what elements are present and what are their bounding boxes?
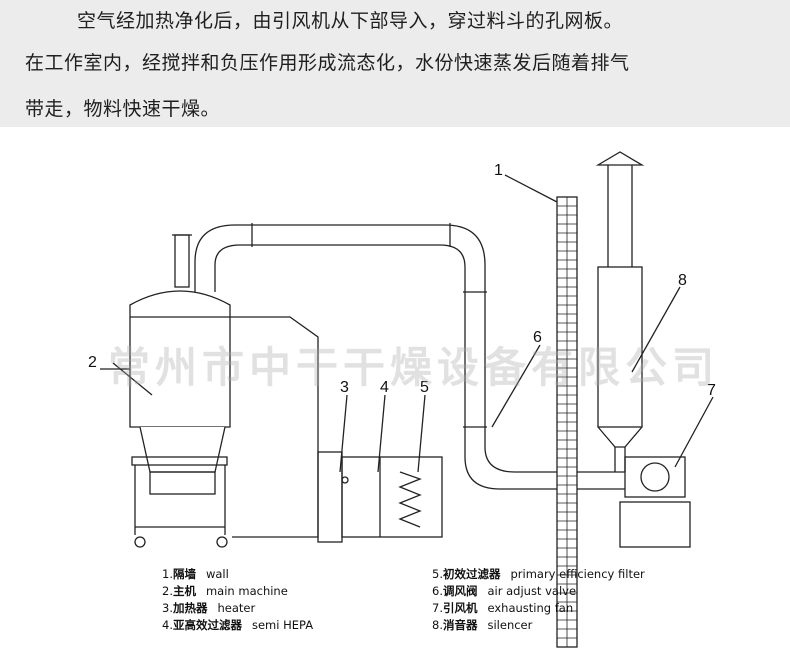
legend-item: 7.引风机 exhausting fan bbox=[432, 600, 573, 616]
legend-number: 5. bbox=[432, 567, 443, 581]
callout-6: 6 bbox=[533, 329, 542, 346]
legend-number: 2. bbox=[162, 584, 173, 598]
callout-2: 2 bbox=[88, 354, 97, 371]
legend-en: air adjust valve bbox=[487, 584, 577, 598]
exhaust-fan-shape bbox=[600, 456, 691, 548]
diagram-drawing: 1 2 3 4 5 6 8 7 bbox=[88, 151, 716, 648]
legend-en: silencer bbox=[487, 618, 533, 632]
intro-line-1: 空气经加热净化后，由引风机从下部导入，穿过料斗的孔网板。 bbox=[77, 10, 624, 32]
legend-item: 8.消音器 silencer bbox=[432, 617, 532, 633]
legend-cn: 加热器 bbox=[172, 601, 208, 615]
legend-number: 4. bbox=[162, 618, 173, 632]
intro-line-3: 带走，物料快速干燥。 bbox=[25, 98, 221, 120]
legend-number: 6. bbox=[432, 584, 443, 598]
legend-item: 2.主机 main machine bbox=[162, 583, 288, 599]
intro-banner: 空气经加热净化后，由引风机从下部导入，穿过料斗的孔网板。 在工作室内，经搅拌和负… bbox=[0, 0, 790, 127]
callout-5: 5 bbox=[420, 379, 429, 396]
legend-cn: 消音器 bbox=[442, 618, 478, 632]
intro-line-2: 在工作室内，经搅拌和负压作用形成流态化，水份快速蒸发后随着排气 bbox=[25, 52, 630, 74]
legend-item: 4.亚高效过滤器 semi HEPA bbox=[162, 617, 313, 633]
legend-cn: 主机 bbox=[172, 584, 196, 598]
legend-item: 6.调风阀 air adjust valve bbox=[432, 583, 576, 599]
callout-4: 4 bbox=[380, 379, 389, 396]
legend-cn: 亚高效过滤器 bbox=[172, 618, 242, 632]
callout-leaders bbox=[112, 174, 714, 473]
legend-cn: 初效过滤器 bbox=[442, 567, 501, 581]
legend-item: 3.加热器 heater bbox=[162, 600, 255, 616]
callout-8: 8 bbox=[678, 272, 687, 289]
legend-number: 8. bbox=[432, 618, 443, 632]
legend-cn: 引风机 bbox=[442, 601, 478, 615]
callout-1: 1 bbox=[494, 162, 503, 179]
silencer-shape bbox=[595, 151, 645, 472]
callout-7: 7 bbox=[707, 382, 716, 399]
legend-en: main machine bbox=[205, 584, 288, 598]
legend-cn: 调风阀 bbox=[442, 584, 478, 598]
legend-en: exhausting fan bbox=[487, 601, 574, 615]
callout-3: 3 bbox=[340, 379, 349, 396]
legend-en: wall bbox=[205, 567, 229, 581]
legend-number: 1. bbox=[162, 567, 173, 581]
legend-en: primary efficiency filter bbox=[510, 567, 645, 581]
wall-shape bbox=[556, 196, 578, 648]
legend-number: 7. bbox=[432, 601, 443, 615]
legend-en: semi HEPA bbox=[251, 618, 314, 632]
main-machine-shape bbox=[100, 234, 319, 548]
air-duct bbox=[194, 223, 600, 490]
legend-item: 1.隔墙 wall bbox=[162, 566, 229, 582]
legend-cn: 隔墙 bbox=[172, 567, 196, 581]
legend-en: heater bbox=[217, 601, 256, 615]
heater-filter-shapes bbox=[317, 451, 443, 543]
legend-item: 5.初效过滤器 primary efficiency filter bbox=[432, 566, 645, 582]
legend-number: 3. bbox=[162, 601, 173, 615]
